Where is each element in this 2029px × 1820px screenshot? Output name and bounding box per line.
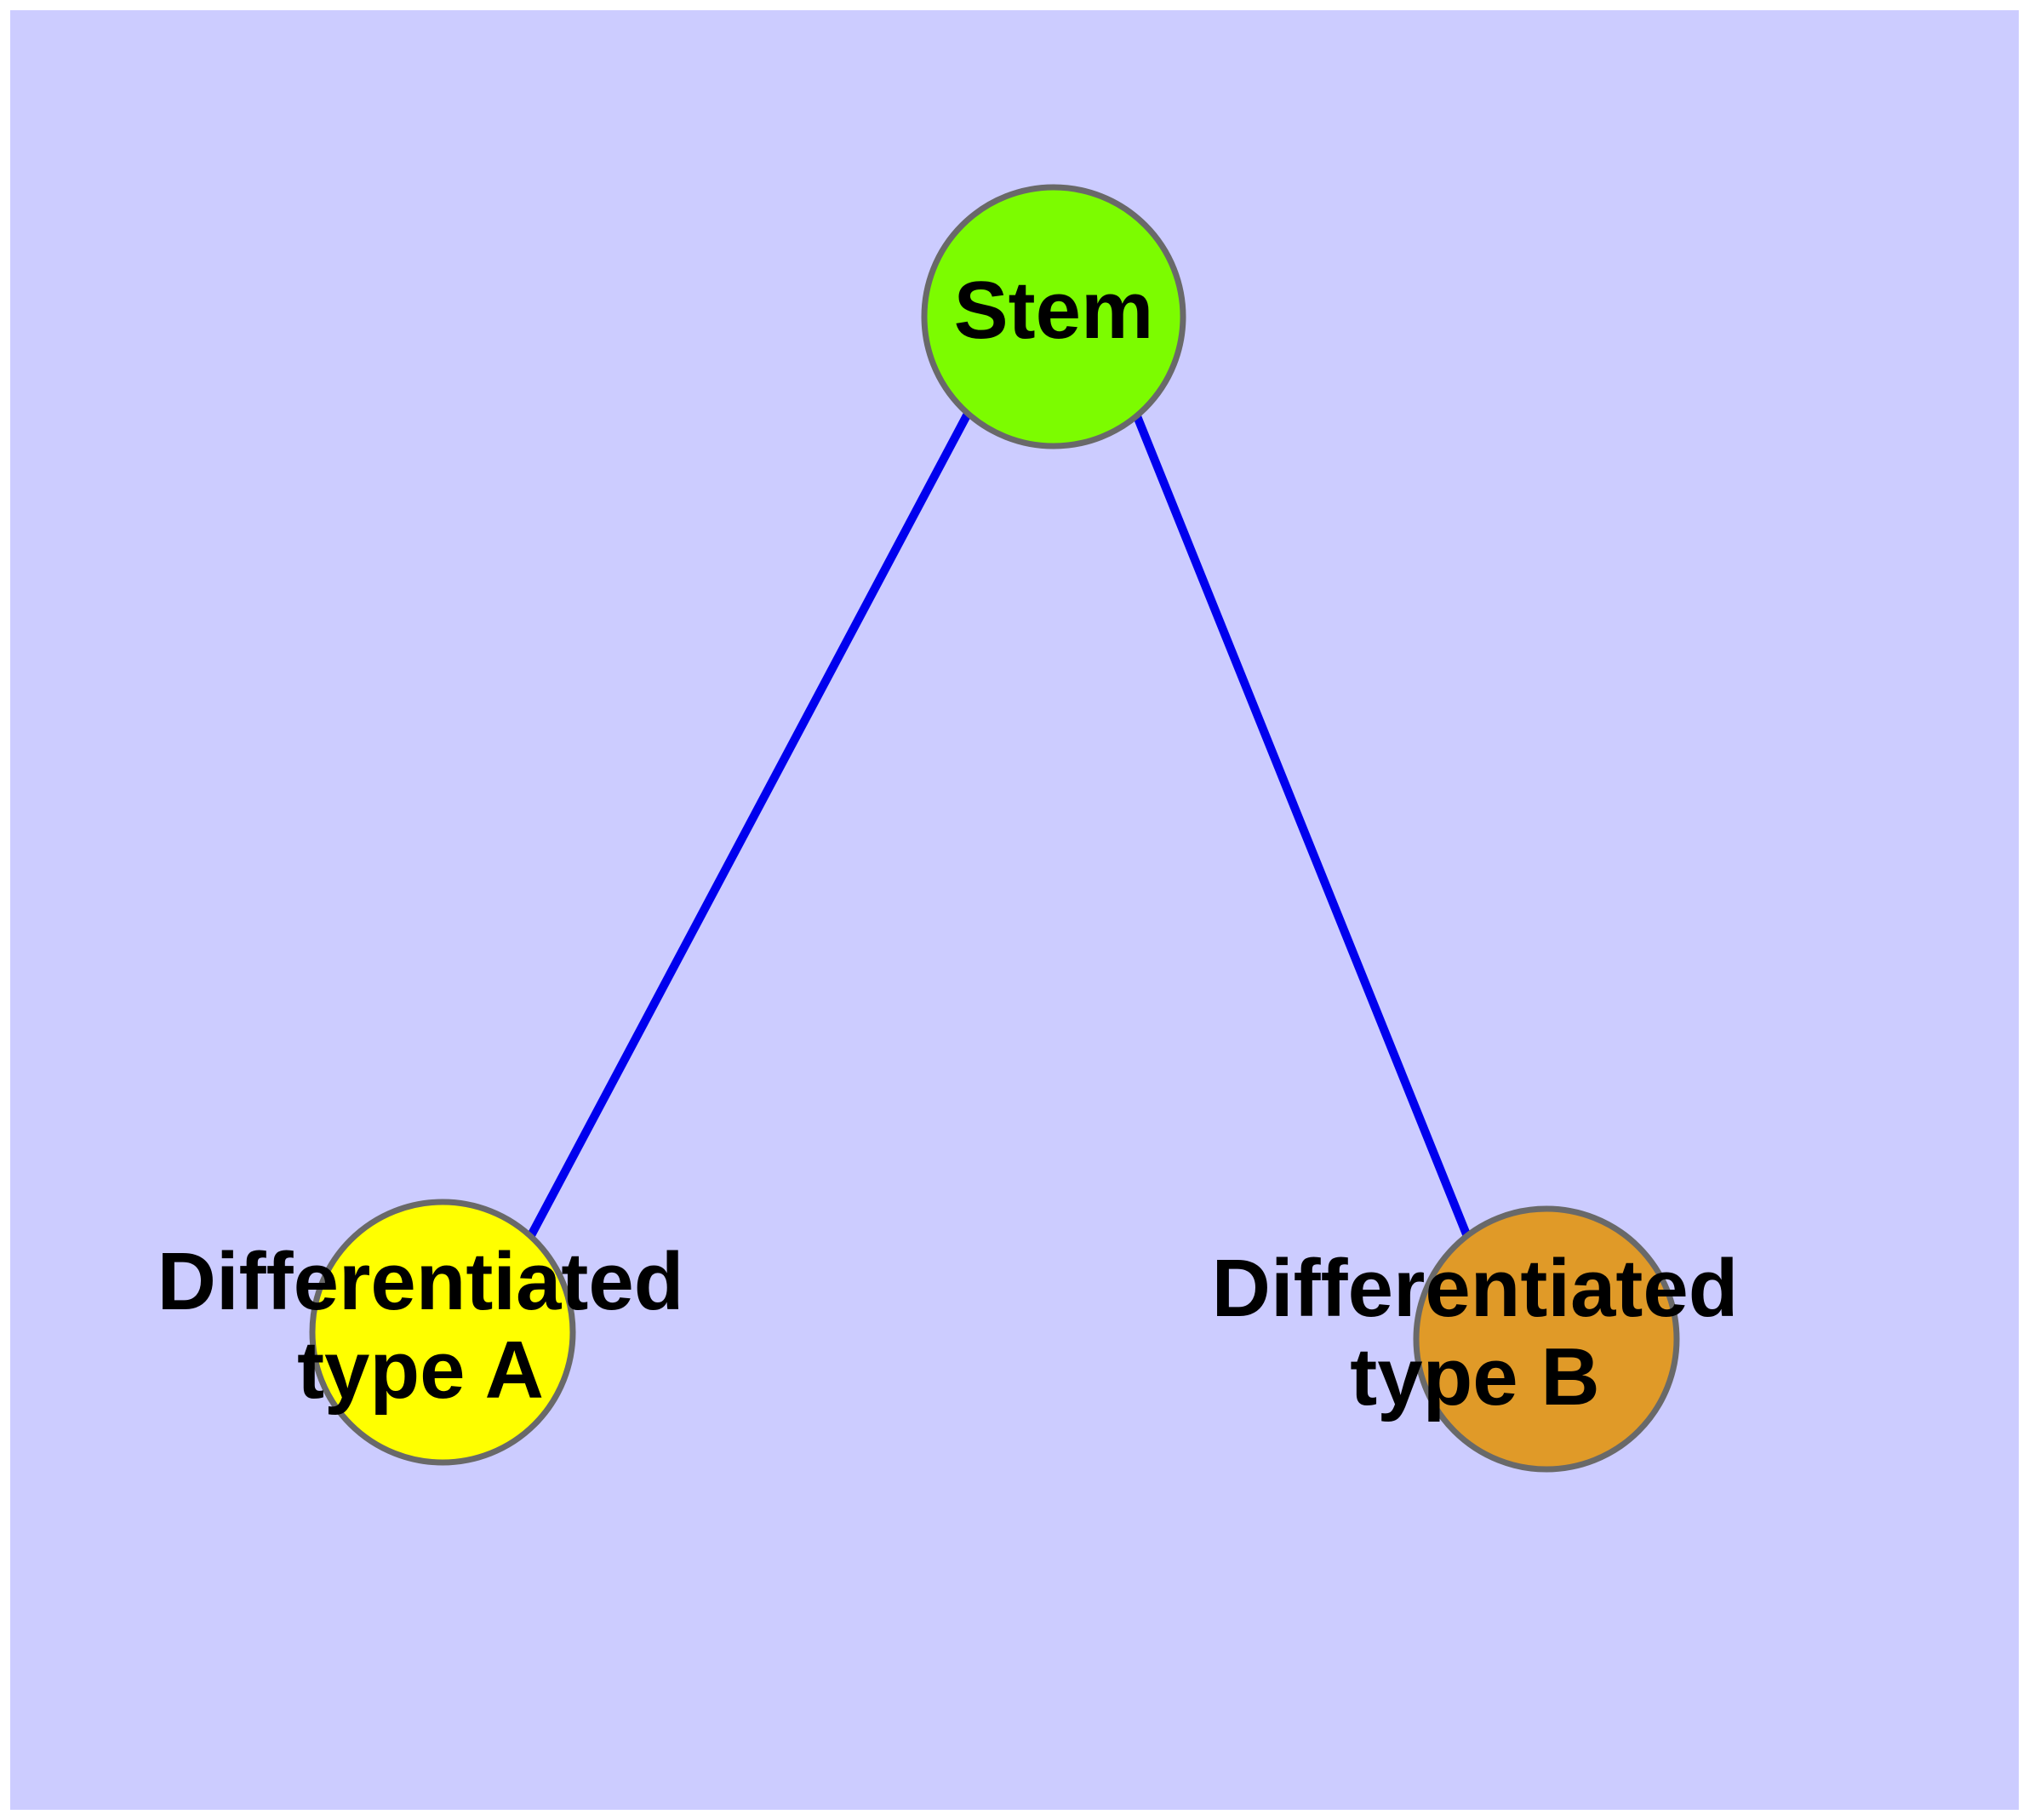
- graph-node-diff_a[interactable]: [309, 1199, 576, 1466]
- graph-node-stem[interactable]: [921, 184, 1186, 449]
- graph-edge-stem-diff_b: [1131, 410, 1471, 1236]
- node-label-line: Differentiated: [1212, 1243, 1739, 1334]
- node-label-line: Stem: [954, 265, 1154, 356]
- node-label-stem: Stem: [954, 265, 1154, 356]
- node-label-line: type B: [1350, 1331, 1599, 1422]
- graph-edge-stem-diff_a: [524, 411, 972, 1243]
- node-label-line: type A: [297, 1325, 544, 1416]
- node-label-line: Differentiated: [157, 1236, 684, 1327]
- graph-node-diff_b[interactable]: [1413, 1205, 1680, 1473]
- edge-layer: [524, 410, 1471, 1243]
- node-layer: [309, 184, 1680, 1473]
